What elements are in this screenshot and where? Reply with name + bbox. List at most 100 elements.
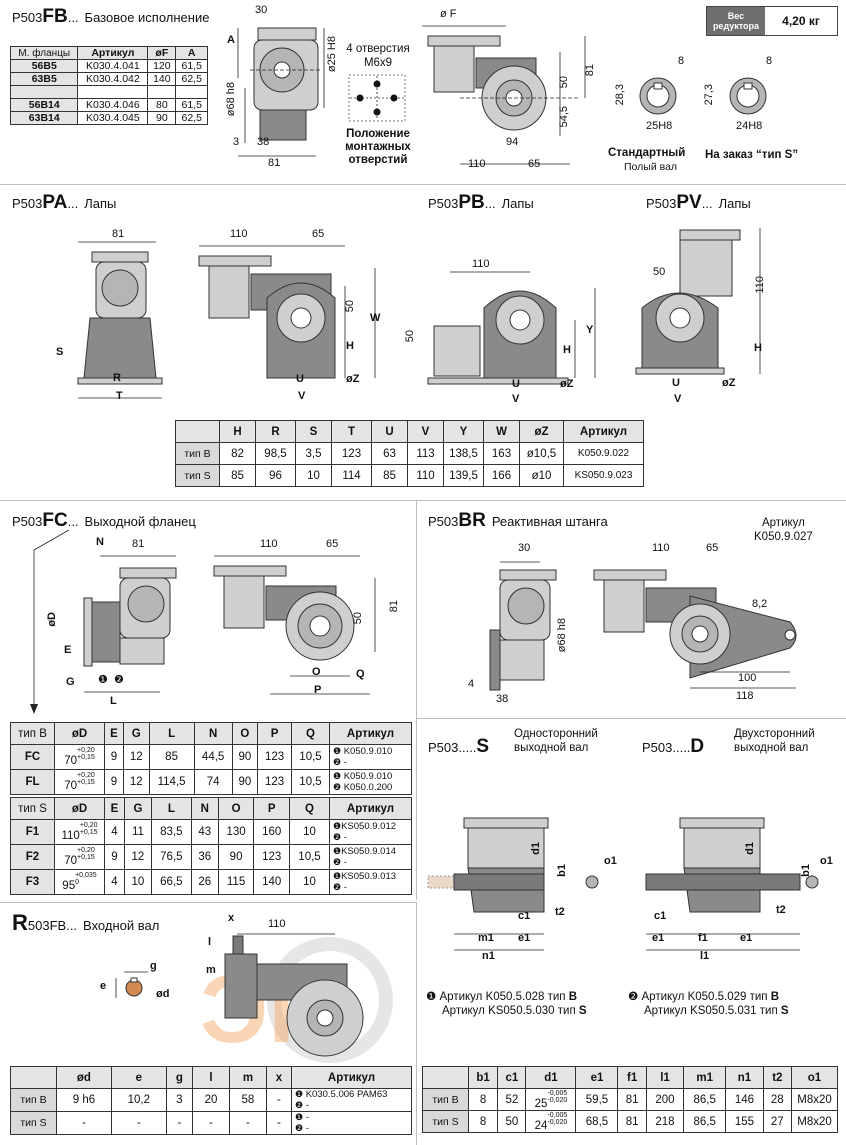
br-side-drawing	[489, 561, 557, 691]
dim-65: 65	[528, 158, 541, 170]
dim-br-118: 118	[736, 690, 754, 702]
dim-pb-110: 110	[472, 258, 490, 270]
dim-pv-h: H	[754, 342, 762, 354]
dim-30: 30	[255, 4, 268, 16]
dim-54-5: 54,5	[558, 106, 570, 128]
fc-table-s: тип S øD E G L N O P Q Артикул F1 110+0,…	[10, 797, 412, 895]
dim-r-d: ød	[156, 988, 170, 1000]
dim-d-t2: t2	[776, 904, 786, 916]
dim-r-g: g	[150, 960, 157, 972]
dim-s-m1: m1	[478, 932, 494, 944]
dim-r-x: x	[228, 912, 235, 924]
s-shaft-drawing	[427, 817, 599, 951]
dim-s-b1: b1	[556, 864, 568, 877]
weight-value: 4,20 кг	[782, 14, 820, 28]
shaft-note-1: ❶ Артикул K050.5.028 тип B Артикул KS050…	[426, 991, 587, 1017]
key-28-3: 28,3	[614, 84, 626, 106]
dim-pb-h: H	[563, 344, 571, 356]
divider	[416, 718, 846, 719]
dim-pa-r: R	[113, 372, 121, 384]
pb-drawing	[427, 271, 596, 385]
dim-br-38: 38	[496, 693, 509, 705]
dim-pa-s: S	[56, 346, 64, 358]
dim-110: 110	[468, 158, 486, 170]
dim-br-30: 30	[518, 542, 531, 554]
dim-pa-w: W	[370, 312, 381, 324]
dim-94: 94	[506, 136, 519, 148]
dim-d-b1: b1	[800, 864, 812, 877]
dim-pb-z: øZ	[560, 378, 574, 390]
dim-br-68: ø68 h8	[556, 618, 568, 653]
dim-fc-q: Q	[356, 668, 365, 680]
fc-front-drawing	[213, 555, 376, 695]
dim-fc-g: G	[66, 676, 75, 688]
dim-r-e: e	[100, 980, 107, 992]
shaft-s-label: На заказ “тип S”	[705, 149, 799, 161]
pv-header: P503PV...Лапы	[646, 192, 751, 213]
dim-br-8-2: 8,2	[752, 598, 768, 610]
dim-pa-u: U	[296, 373, 304, 385]
mounting-holes-diagram	[348, 74, 406, 122]
divider	[0, 184, 846, 185]
key-24h8: 24H8	[736, 120, 763, 132]
dim-pa-v: V	[298, 390, 306, 402]
dim-fc-110: 110	[260, 538, 278, 550]
dim-fc-n: N	[96, 536, 104, 548]
key-25h8: 25H8	[646, 120, 673, 132]
fc-side-drawing	[83, 555, 177, 693]
dim-f: ø F	[440, 8, 457, 20]
dim-br-100: 100	[738, 672, 757, 684]
shaft-std-label: Стандартный	[608, 147, 686, 159]
dim-r-l: l	[208, 936, 212, 948]
dim-d-o1: o1	[820, 855, 833, 867]
divider	[0, 902, 416, 903]
d-shaft-drawing	[645, 817, 819, 951]
dim-pa-65: 65	[312, 228, 325, 240]
divider	[416, 500, 417, 900]
dim-s-o1: o1	[604, 855, 617, 867]
d-header: P503.....D	[642, 736, 705, 757]
dim-pv-v: V	[674, 393, 682, 405]
dim-fc-p: P	[314, 684, 322, 696]
dim-pa-h: H	[346, 340, 354, 352]
shaft-std-drawing	[639, 77, 677, 115]
dim-fc-81b: 81	[388, 600, 400, 613]
dim-3: 3	[233, 136, 240, 148]
dim-pb-u: U	[512, 378, 520, 390]
dim-25h8: ø25 H8	[326, 36, 338, 73]
fb-side-drawing	[237, 27, 325, 157]
dim-s-t2: t2	[555, 906, 565, 918]
pa-side-drawing	[77, 241, 163, 399]
marker-2: ❷	[114, 674, 124, 686]
fc-table-b: тип B øD E G L N O P Q Артикул FC 70+0,2…	[10, 722, 412, 795]
dim-68h8: ø68 h8	[225, 82, 237, 117]
dim-d-l1: l1	[700, 950, 710, 962]
pa-header: P503PA...Лапы	[12, 192, 117, 213]
dim-pa-50: 50	[344, 300, 356, 313]
dim-pb-50: 50	[404, 330, 416, 343]
dim-pv-110: 110	[754, 276, 766, 294]
dim-81b: 81	[584, 64, 596, 77]
dim-pb-y: Y	[586, 324, 594, 336]
br-front-drawing	[593, 569, 797, 689]
shaft-note-2: ❷ Артикул K050.5.029 тип B Артикул KS050…	[628, 991, 789, 1017]
marker-1: ❶	[98, 674, 108, 686]
dim-fc-81: 81	[132, 538, 145, 550]
shaft-s-drawing	[729, 77, 767, 115]
fc-header: P503FC...Выходной фланец	[12, 510, 196, 531]
dim-81: 81	[268, 157, 281, 169]
fb-front-drawing	[422, 25, 586, 165]
key-8a: 8	[678, 55, 685, 67]
dim-pa-t: T	[116, 390, 123, 402]
dim-s-d1: d1	[530, 842, 542, 855]
dim-d-d1: d1	[744, 842, 756, 855]
